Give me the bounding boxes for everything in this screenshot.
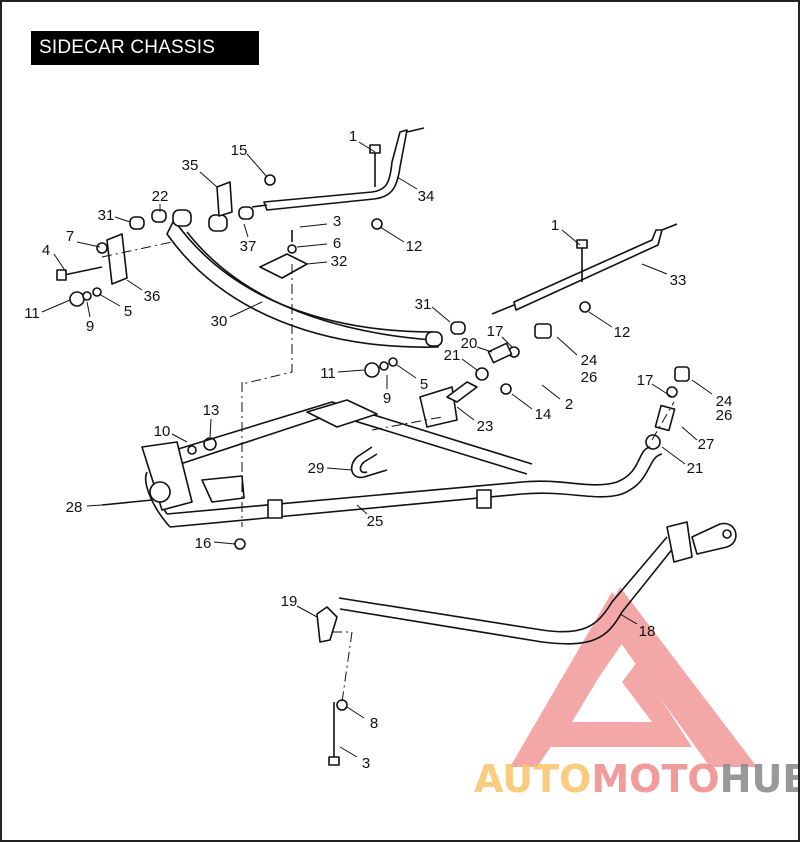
callout: 32	[331, 253, 348, 270]
mounting-bar	[263, 129, 408, 211]
callout: 11	[320, 365, 336, 382]
callout: 31	[98, 207, 115, 224]
rod-end	[534, 323, 552, 339]
callout: 4	[42, 242, 50, 259]
callout: 21	[687, 460, 704, 477]
nuts-washers	[69, 174, 678, 711]
watermark-part-auto: AUTO	[474, 757, 591, 801]
callout: 3	[362, 755, 370, 772]
callout: 6	[333, 235, 341, 252]
watermark-logo	[510, 587, 757, 767]
watermark-text: AUTOMOTOHUB	[474, 757, 800, 801]
spacer	[238, 206, 254, 220]
callout: 34	[418, 188, 435, 205]
rod-clamp	[316, 606, 338, 643]
callout: 5	[420, 376, 428, 393]
callout: 20	[461, 335, 478, 352]
callout: 13	[203, 402, 220, 419]
leaf-spring	[166, 219, 439, 348]
callout: 23	[477, 418, 494, 435]
callout: 19	[281, 593, 298, 610]
rod-clamp	[666, 521, 693, 563]
callout: 10	[154, 423, 171, 440]
watermark-part-moto: MOTO	[591, 757, 719, 801]
callout: 31	[415, 296, 432, 313]
callout: 29	[308, 460, 325, 477]
callout: 26	[581, 369, 598, 386]
frame-plate	[306, 399, 378, 428]
callout: 22	[152, 188, 169, 205]
callout: 18	[639, 623, 656, 640]
diagram-title: SIDECAR CHASSIS	[31, 31, 259, 65]
watermark-part-hub: HUB	[720, 757, 800, 801]
mounting-plate	[259, 253, 308, 279]
callout: 9	[383, 390, 391, 407]
u-bolt	[350, 446, 388, 479]
spacer	[151, 209, 167, 223]
callout: 5	[124, 303, 132, 320]
callout: 30	[211, 313, 228, 330]
spacer	[172, 209, 192, 227]
callout: 26	[716, 407, 733, 424]
callout: 36	[144, 288, 161, 305]
callout: 15	[231, 142, 248, 159]
callout: 16	[195, 535, 212, 552]
callout: 33	[670, 272, 687, 289]
callout: 24	[581, 352, 598, 369]
callout: 14	[535, 406, 552, 423]
spacer	[129, 216, 145, 230]
callout: 1	[551, 217, 559, 234]
callout: 27	[698, 436, 715, 453]
callout: 12	[406, 238, 423, 255]
callout: 17	[487, 323, 504, 340]
tube-clamp	[476, 489, 492, 509]
callout: 3	[333, 213, 341, 230]
rod-eye	[691, 522, 737, 555]
mounting-bar	[513, 229, 663, 311]
callout: 25	[367, 513, 384, 530]
callout: 21	[444, 347, 461, 364]
callout: 35	[182, 157, 199, 174]
callouts: 1 15 35 34 22 31 3 37 6 12 7 4 32 36 1 3…	[24, 128, 732, 772]
callout: 9	[86, 318, 94, 335]
tube-clamp	[267, 499, 283, 519]
knuckle-bracket	[201, 475, 245, 503]
shackle-plate	[106, 233, 128, 285]
spacer	[425, 331, 443, 347]
bracket	[216, 181, 233, 217]
callout: 12	[614, 324, 631, 341]
rod-end	[674, 366, 690, 382]
callout: 28	[66, 499, 83, 516]
callout: 7	[66, 228, 74, 245]
callout: 2	[565, 396, 573, 413]
leader-lines	[41, 141, 713, 758]
callout: 37	[240, 238, 257, 255]
callout: 11	[24, 305, 40, 322]
spacer	[208, 214, 228, 232]
spacer	[450, 321, 466, 335]
callout: 8	[370, 715, 378, 732]
callout: 24	[716, 393, 733, 410]
chassis-tube	[166, 446, 663, 528]
bolts	[56, 144, 588, 766]
callout: 17	[637, 372, 654, 389]
callout: 1	[349, 128, 357, 145]
adjuster-sleeve	[487, 342, 513, 364]
